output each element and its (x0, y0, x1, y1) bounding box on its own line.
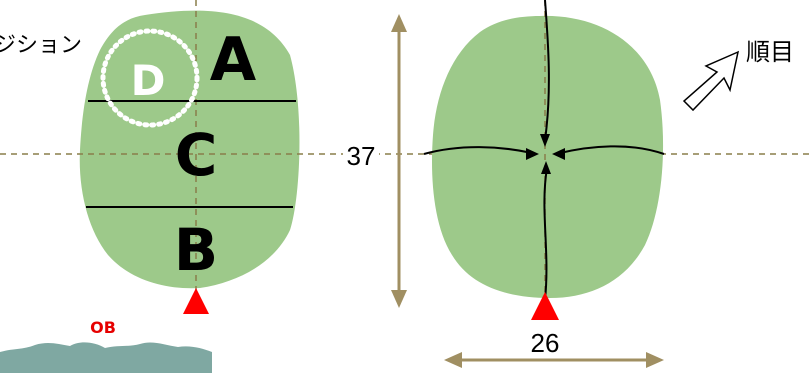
cut-off-label: ジション (0, 33, 82, 58)
grain-arrow-from-right (559, 145, 665, 155)
left-approach-marker (183, 288, 209, 314)
right-approach-marker (531, 292, 559, 320)
grain-arrow-from-bottom (543, 167, 548, 301)
depth-label-bg (343, 140, 379, 170)
grain-arrowhead-right (552, 148, 565, 160)
grain-direction-label: 順目 (746, 38, 794, 66)
grain-arrow-from-left (423, 146, 533, 155)
zone-c-label: C (175, 121, 218, 189)
zone-d-label: D (131, 56, 166, 105)
grain-arrowhead-bottom (541, 161, 551, 174)
right-green-shape (431, 15, 664, 298)
zone-b-label: B (174, 216, 218, 284)
depth-arrow-top (391, 14, 407, 32)
depth-arrow-bottom (391, 290, 407, 308)
grain-direction-hollow-arrow (682, 50, 740, 112)
grain-arrowhead-top (540, 134, 550, 147)
width-arrow-left (444, 352, 462, 368)
width-arrow-right (646, 352, 664, 368)
zone-d-dotted-circle (100, 28, 200, 128)
width-value: 26 (531, 328, 560, 358)
grain-arrowhead-left (526, 148, 539, 160)
depth-value: 37 (347, 141, 376, 171)
left-green-shape (79, 10, 300, 289)
zone-a-label: A (210, 25, 257, 95)
ob-tree-line (0, 342, 212, 373)
ob-label: OB (90, 318, 116, 337)
grain-arrow-from-top (544, 0, 550, 141)
